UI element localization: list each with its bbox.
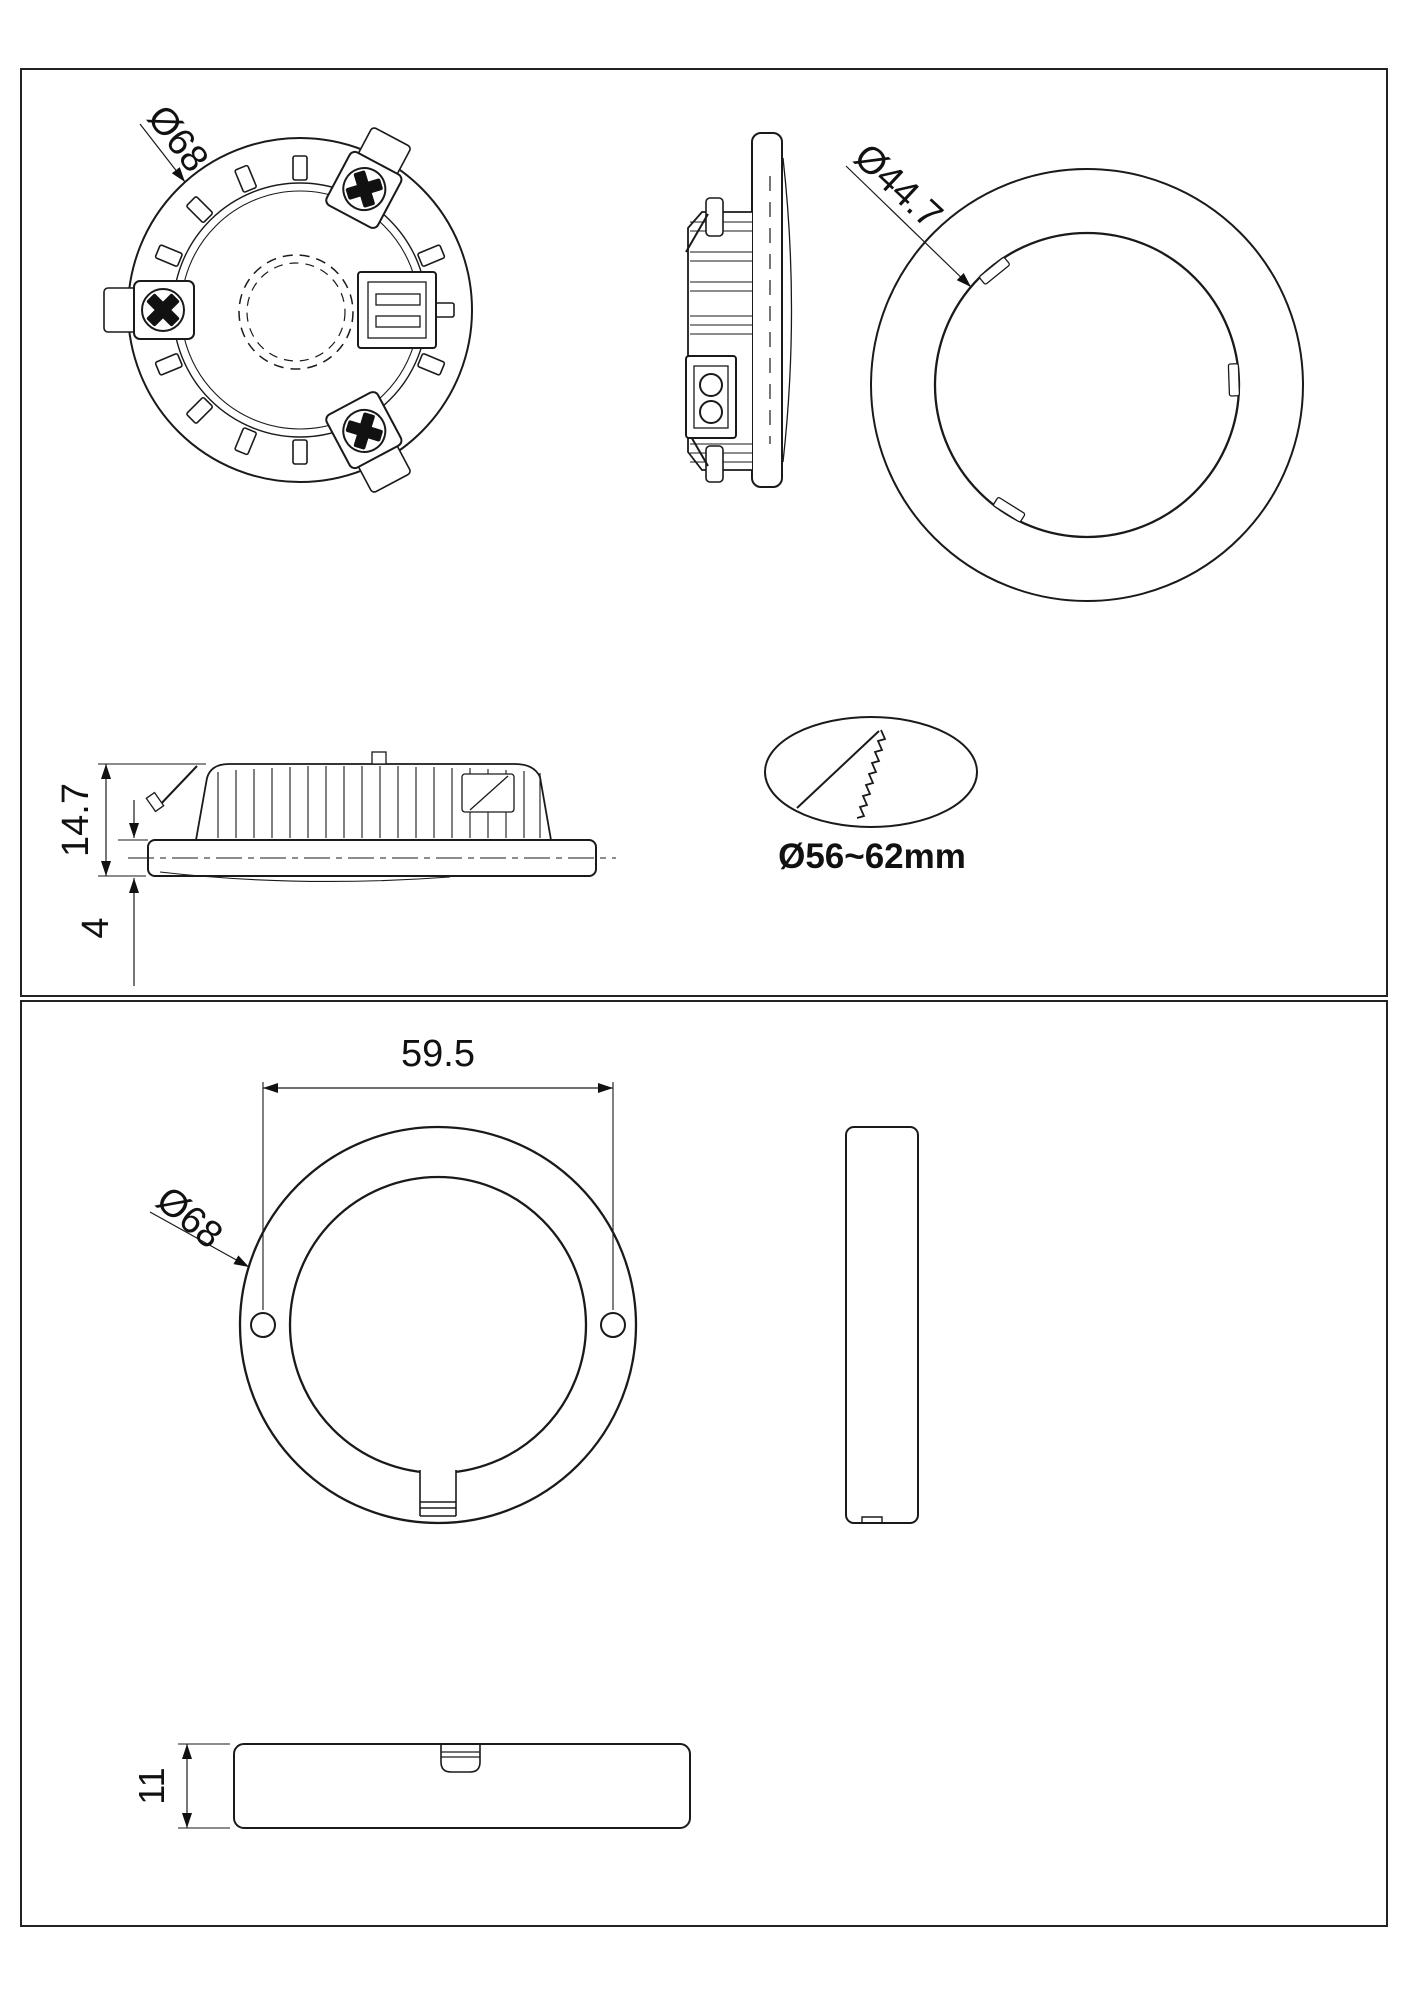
ring-profile-view: 11 — [131, 1743, 691, 1829]
cutout-symbol: Ø56~62mm — [764, 716, 978, 876]
ring-outer-circle — [238, 1125, 638, 1525]
lens-curve — [159, 871, 451, 883]
front-view: Ø44.7 — [845, 136, 1304, 602]
ring-side-outline — [845, 1126, 919, 1524]
dim-label-thickness: 11 — [131, 1767, 172, 1804]
dim-label-aperture-diameter: Ø44.7 — [846, 136, 950, 237]
aperture-notch — [979, 256, 1010, 285]
ring-inner-circle — [288, 1175, 588, 1475]
phillips-cross-icon — [146, 293, 180, 327]
lens-dashed-circle-outer — [238, 254, 354, 370]
back-view: Ø68 — [103, 98, 473, 493]
side-view — [685, 132, 793, 488]
extension-lines — [178, 1743, 230, 1829]
fin — [234, 427, 257, 456]
spring-clip-foot — [145, 791, 165, 813]
ring-front-view: 59.5 Ø68 — [148, 1033, 638, 1525]
phillips-cross-icon — [345, 170, 383, 208]
fin — [154, 353, 183, 376]
trim-outer-circle — [870, 168, 1304, 602]
mount-block-profile — [461, 773, 515, 813]
fin — [292, 439, 308, 465]
dim-label-flange-thickness: 4 — [75, 917, 117, 938]
screw-mount-top-right — [325, 127, 411, 229]
screw-mount-bottom — [325, 391, 411, 493]
sheet-1-drawing: Ø68 Ø44 — [55, 98, 1304, 986]
notch-mask — [420, 1455, 456, 1517]
ring-side-notch — [861, 1516, 883, 1523]
aperture-notch — [1227, 363, 1241, 397]
spring-clip-arm — [156, 765, 198, 809]
ring-side-view — [845, 1126, 919, 1524]
fin — [234, 164, 257, 193]
dim-label-height: 14.7 — [55, 783, 97, 857]
cutout-ellipse — [764, 716, 978, 828]
leader-line — [845, 165, 972, 288]
saw-zigzag-line — [856, 729, 887, 819]
fin — [186, 397, 213, 424]
fin — [292, 155, 308, 181]
aperture-notch — [992, 497, 1026, 523]
trim-flange-side — [751, 132, 783, 488]
ring-profile-outline — [233, 1743, 691, 1829]
sheet-2-drawing: 59.5 Ø68 11 — [131, 1033, 919, 1829]
phillips-cross-icon — [345, 412, 383, 450]
mount-block-diagonal — [469, 775, 509, 811]
mounting-hole-right — [600, 1312, 626, 1338]
fin — [154, 244, 183, 267]
top-clip-arm — [685, 213, 709, 253]
fin — [417, 353, 446, 376]
extension-lines — [262, 1082, 614, 1310]
tab-slot-lines — [441, 1751, 480, 1758]
wire-notch — [419, 1470, 457, 1517]
lens-dome-curve — [782, 157, 793, 463]
saw-line — [796, 730, 880, 809]
leader-line — [149, 1211, 250, 1268]
fin — [417, 244, 446, 267]
mounting-hole-left — [250, 1312, 276, 1338]
dim-label-ring-outer-diameter: Ø68 — [148, 1179, 230, 1257]
tab-slot — [440, 1744, 481, 1773]
top-pin — [371, 751, 387, 765]
lens-dashed-circle-inner — [246, 262, 346, 362]
fin — [186, 196, 213, 223]
top-clip-tab — [705, 197, 724, 237]
dim-label-cutout: Ø56~62mm — [778, 837, 966, 876]
leader-line — [139, 123, 186, 183]
dim-label-hole-spacing: 59.5 — [401, 1033, 475, 1075]
bottom-clip-tab — [705, 445, 724, 483]
screw-mount-left — [103, 280, 195, 340]
connector-side-view — [685, 355, 737, 439]
connector-plan-view — [357, 271, 437, 349]
profile-view: 14.7 4 — [55, 751, 616, 986]
